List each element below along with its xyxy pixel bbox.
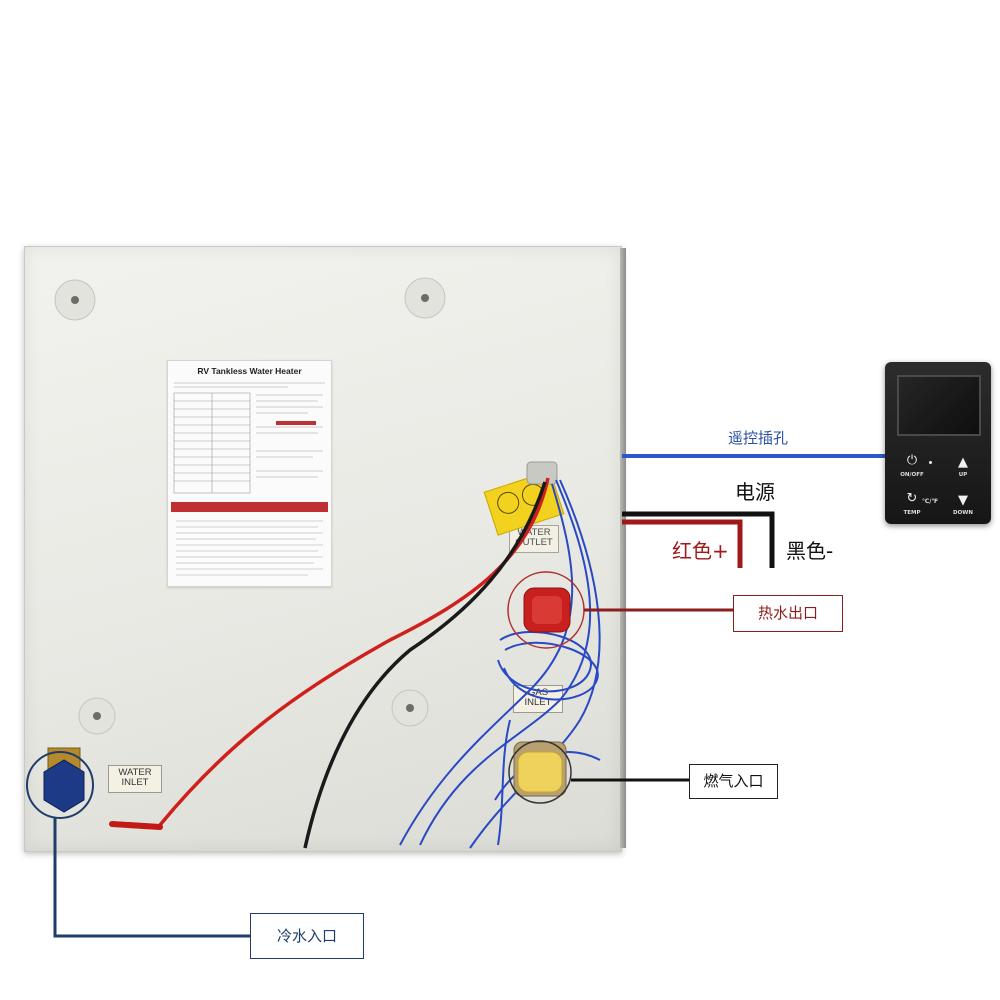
black-negative-leader bbox=[622, 511, 775, 568]
warning-banner bbox=[171, 502, 328, 512]
unit-label: ℃/℉ bbox=[922, 498, 938, 505]
cold-water-inlet-callout: 冷水入口 bbox=[250, 913, 364, 959]
cold-inlet-highlight-ring bbox=[26, 751, 94, 819]
red-wire bbox=[158, 477, 550, 827]
gas-inlet-highlight-ring bbox=[508, 740, 572, 804]
triangle-up-icon[interactable]: ▲ bbox=[958, 455, 968, 470]
gas-inlet-callout: 燃气入口 bbox=[689, 764, 778, 799]
blue-remote-cable bbox=[399, 479, 601, 849]
power-icon[interactable]: ⏻ bbox=[906, 453, 918, 468]
red-positive-leader bbox=[622, 519, 743, 568]
water-inlet-plate: WATER INLET bbox=[108, 765, 162, 793]
indicator-dot bbox=[929, 461, 932, 464]
triangle-down-icon[interactable]: ▼ bbox=[958, 493, 968, 508]
temp-label: TEMP bbox=[903, 510, 921, 516]
temperature-cycle-icon[interactable]: ↻ bbox=[906, 491, 918, 506]
cold-inlet-leader bbox=[53, 818, 250, 938]
rating-label-title: RV Tankless Water Heater bbox=[197, 366, 302, 376]
hot-water-outlet-callout: 热水出口 bbox=[733, 595, 843, 632]
cable-grommet bbox=[526, 461, 558, 485]
gas-inlet-fitting bbox=[513, 741, 567, 797]
hot-water-outlet-fitting bbox=[523, 587, 571, 633]
down-label: DOWN bbox=[953, 510, 973, 516]
on-off-label: ON/OFF bbox=[900, 472, 924, 478]
up-label: UP bbox=[958, 472, 968, 478]
black-negative-callout: 黑色- bbox=[786, 539, 834, 563]
remote-socket-callout: 遥控插孔 bbox=[728, 429, 789, 447]
power-callout: 电源 bbox=[735, 480, 775, 504]
red-positive-callout: 红色+ bbox=[672, 539, 729, 563]
heater-side-edge bbox=[620, 248, 626, 848]
remote-display bbox=[897, 375, 981, 436]
rating-label-fineprint bbox=[173, 382, 325, 576]
rating-label: RV Tankless Water Heater bbox=[167, 360, 332, 587]
black-wire bbox=[303, 481, 547, 849]
remote-controller: ⏻ ON/OFF ▲ UP ↻ ℃/℉ TEMP ▼ DOWN bbox=[885, 362, 991, 524]
red-wire-end bbox=[109, 821, 163, 830]
